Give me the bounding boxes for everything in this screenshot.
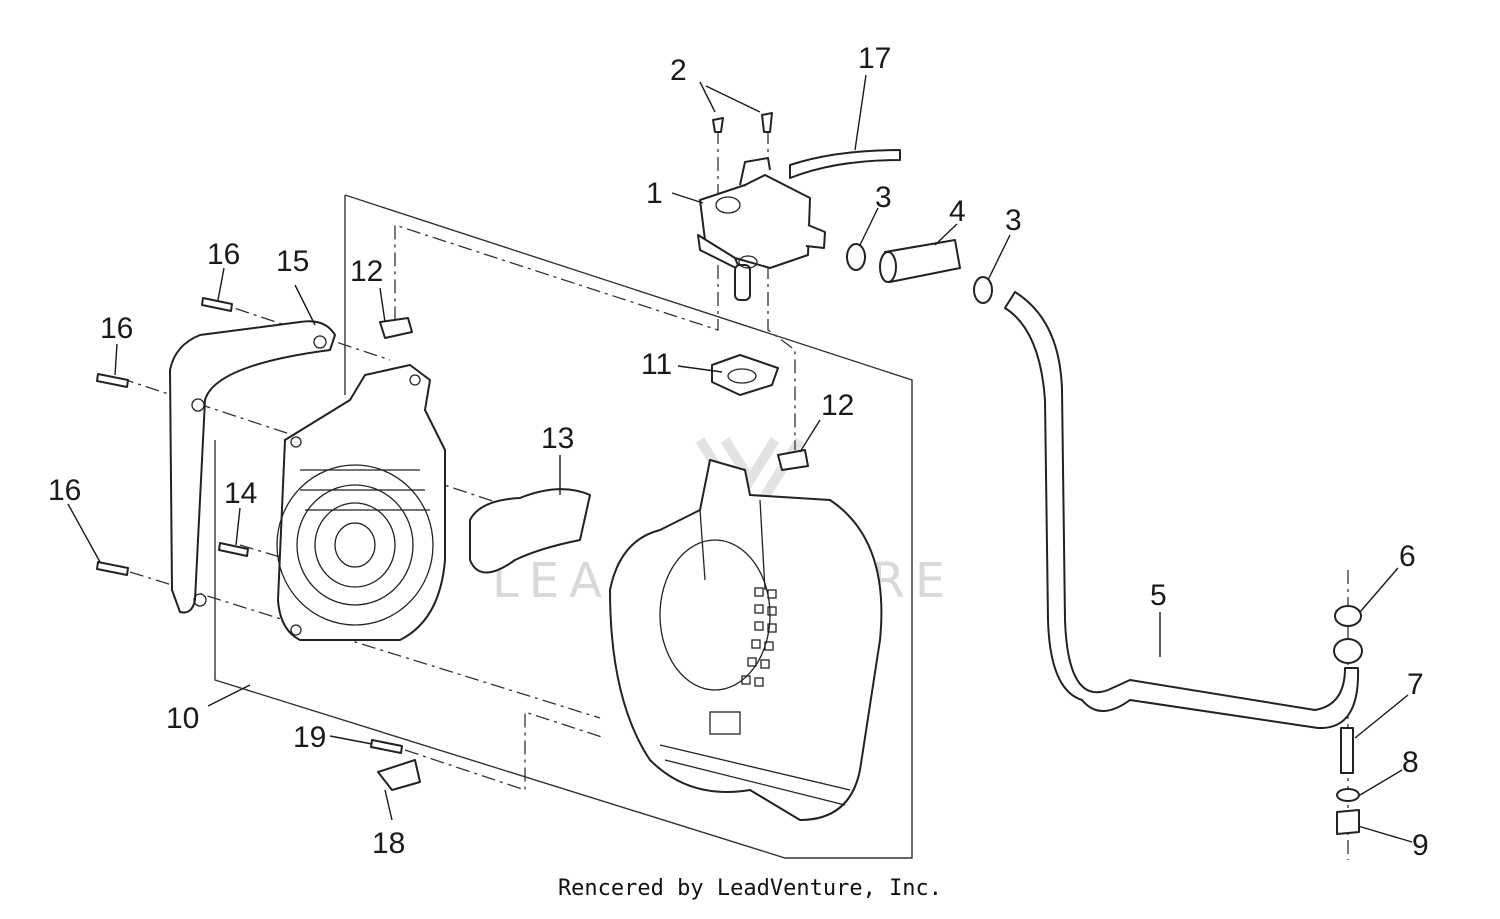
- shroud-screws: [96, 297, 421, 791]
- callout-16b: 16: [100, 312, 133, 345]
- callout-11: 11: [641, 348, 672, 381]
- pump-screws: [712, 112, 773, 133]
- clips-and-grommet: [379, 317, 809, 471]
- hose-fittings: [1333, 605, 1363, 835]
- callout-15: 15: [276, 245, 309, 278]
- callout-18: 18: [372, 827, 405, 860]
- callout-17: 17: [858, 42, 891, 75]
- callout-1: 1: [646, 177, 663, 210]
- fan-shroud: [276, 364, 446, 641]
- blower-housing: [609, 459, 883, 821]
- callout-6: 6: [1399, 540, 1416, 573]
- fuel-pump: [697, 157, 826, 301]
- callout-12b: 12: [821, 389, 854, 422]
- assembly-frame: [214, 194, 913, 859]
- callout-labels: 1 2 3 3 4 5 6 7 8 9 10 11 12 12 13 14 15…: [48, 42, 1429, 862]
- callout-3b: 3: [1005, 204, 1022, 237]
- fuel-line-short: [789, 149, 901, 179]
- callout-4: 4: [949, 195, 966, 228]
- callout-9: 9: [1412, 829, 1429, 862]
- callout-16c: 16: [48, 474, 81, 507]
- hose-clamps: [846, 243, 993, 304]
- callout-13: 13: [541, 422, 574, 455]
- callout-3a: 3: [875, 181, 892, 214]
- callout-5: 5: [1150, 579, 1167, 612]
- callout-19: 19: [293, 721, 326, 754]
- fuel-hose-long: [1004, 291, 1360, 730]
- callout-10: 10: [166, 702, 199, 735]
- fuel-filter: [879, 239, 961, 283]
- shroud-cover: [169, 320, 336, 614]
- callout-8: 8: [1402, 746, 1419, 779]
- credit-text: Rencered by LeadVenture, Inc.: [557, 876, 943, 901]
- callout-16a: 16: [207, 238, 240, 271]
- foam-pad: [469, 488, 591, 574]
- callout-2: 2: [670, 54, 687, 87]
- callout-12a: 12: [350, 255, 383, 288]
- callout-7: 7: [1407, 668, 1424, 701]
- callout-14: 14: [224, 477, 257, 510]
- callout-leaders: [67, 74, 1413, 843]
